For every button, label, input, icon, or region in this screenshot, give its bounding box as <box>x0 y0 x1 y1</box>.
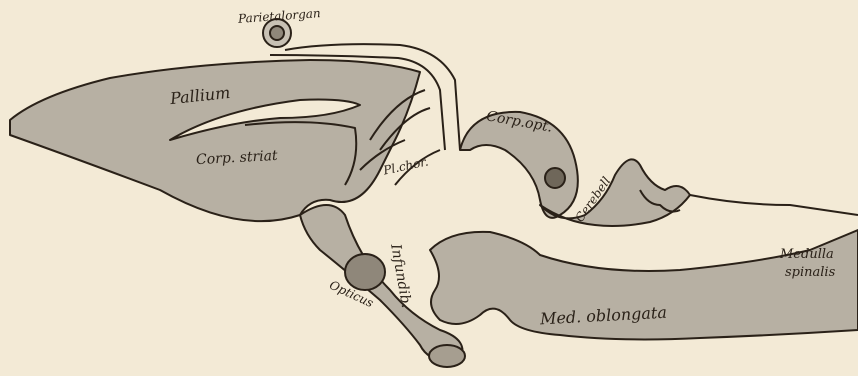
optic-chiasm <box>345 254 385 290</box>
parietal-organ-core <box>270 26 284 40</box>
hypophysis <box>429 345 465 367</box>
optic-lobe-spot <box>545 168 565 188</box>
label-medulla: Medulla <box>780 248 834 261</box>
label-corp-striat: Corp. striat <box>196 149 278 167</box>
label-spinalis: spinalis <box>785 266 835 279</box>
spinal-cord-edge <box>690 195 858 215</box>
